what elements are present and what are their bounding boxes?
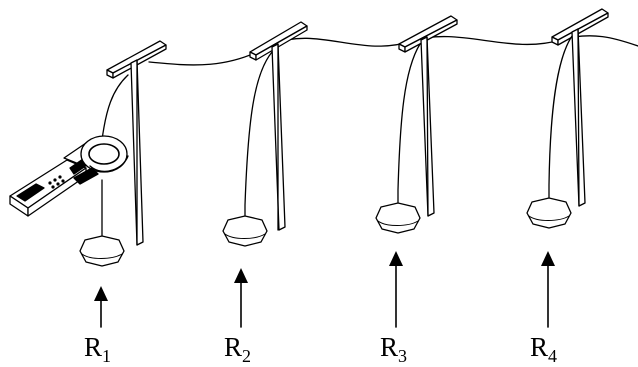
up-arrow-3-icon bbox=[389, 251, 403, 328]
pole-2-icon bbox=[249, 21, 308, 231]
resistance-label-4: R4 bbox=[530, 332, 558, 366]
ground-electrode-3-icon bbox=[375, 202, 421, 234]
earth-clamp-tester-icon bbox=[9, 135, 129, 217]
down-conductor-3 bbox=[397, 43, 421, 204]
resistance-label-1: R1 bbox=[84, 332, 112, 366]
down-conductor-1 bbox=[101, 74, 129, 141]
down-conductor-2 bbox=[244, 51, 273, 217]
ground-electrode-1-icon bbox=[79, 235, 125, 267]
pole-4-icon bbox=[551, 8, 609, 207]
ground-electrode-4-icon bbox=[526, 197, 572, 229]
ground-electrode-2-icon bbox=[222, 215, 268, 247]
up-arrow-1-icon bbox=[94, 286, 108, 328]
pole-1-icon bbox=[106, 40, 167, 246]
pole-3-icon bbox=[398, 15, 458, 217]
up-arrow-4-icon bbox=[541, 251, 555, 328]
resistance-label-2: R2 bbox=[224, 332, 252, 366]
down-conductor-4 bbox=[548, 35, 573, 199]
resistance-label-3: R3 bbox=[380, 332, 408, 366]
up-arrow-2-icon bbox=[234, 268, 248, 328]
